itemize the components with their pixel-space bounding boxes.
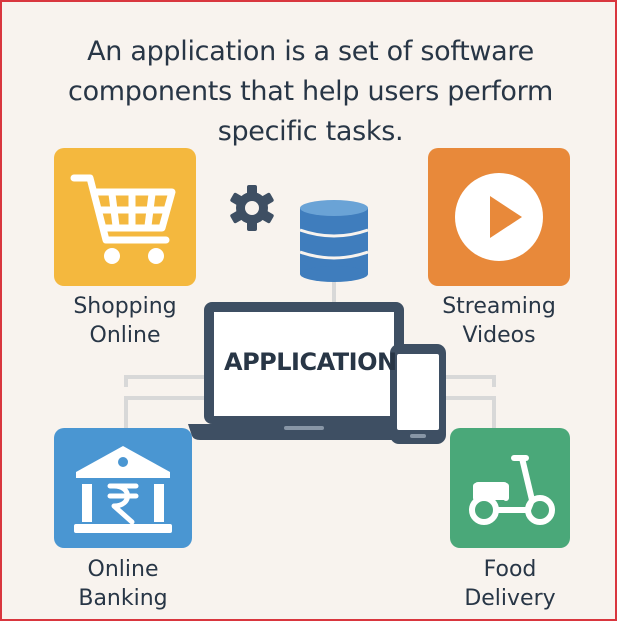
banking-line-2: Banking (78, 586, 168, 611)
online-banking-tile (54, 428, 192, 548)
connector-line (492, 375, 496, 387)
connector-line (444, 375, 496, 379)
connector-line (332, 277, 336, 302)
shopping-online-label: Shopping Online (44, 292, 206, 350)
connector-line (124, 375, 128, 387)
application-label: APPLICATION (224, 348, 397, 376)
connector-line (124, 375, 206, 379)
food-delivery-label: Food Delivery (430, 555, 590, 613)
streaming-line-2: Videos (462, 323, 536, 348)
title-line-2: components that help users perform (68, 76, 553, 107)
shopping-cart-icon (70, 174, 176, 264)
scooter-icon (469, 455, 555, 525)
shopping-online-tile (54, 148, 196, 286)
bank-rupee-icon (74, 446, 172, 533)
food-delivery-tile (450, 428, 570, 548)
gear-icon (230, 185, 274, 231)
smartphone-icon (390, 344, 446, 444)
streaming-videos-label: Streaming Videos (418, 292, 580, 350)
food-line-1: Food (483, 557, 537, 582)
shopping-line-2: Online (89, 323, 161, 348)
streaming-videos-tile (428, 148, 570, 286)
online-banking-label: Online Banking (44, 555, 202, 613)
database-icon (299, 200, 369, 282)
shopping-line-1: Shopping (73, 294, 177, 319)
connector-line (124, 396, 206, 400)
connector-line (492, 396, 496, 430)
connector-line (444, 396, 496, 400)
food-line-2: Delivery (464, 586, 556, 611)
streaming-line-1: Streaming (442, 294, 556, 319)
title-line-3: specific tasks. (217, 116, 404, 147)
banking-line-1: Online (87, 557, 159, 582)
connector-line (124, 396, 128, 430)
laptop-icon (188, 302, 420, 440)
page-title: An application is a set of software comp… (22, 32, 599, 152)
title-line-1: An application is a set of software (87, 36, 534, 67)
play-button-icon (455, 173, 543, 261)
